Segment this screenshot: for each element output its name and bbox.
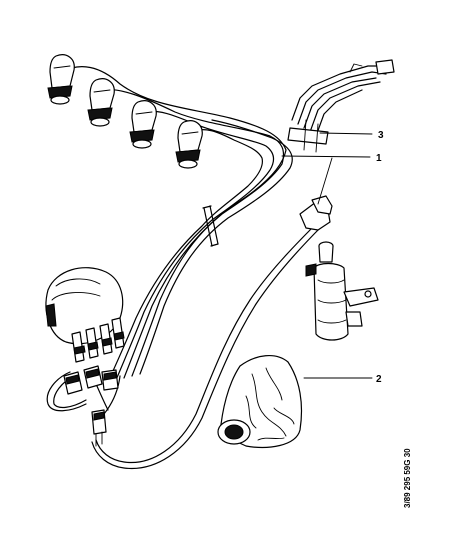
reference-code: 3/89 295 59G 30 [403, 448, 412, 508]
spark-plug-boot-2 [87, 78, 115, 127]
lower-lead-ends [46, 365, 121, 447]
protective-boot [217, 355, 303, 449]
spark-plug-boot-1 [47, 54, 75, 105]
spark-plug-boot-4 [175, 120, 203, 169]
callout-1: 1 [376, 153, 382, 164]
coil-lead [91, 195, 333, 470]
callout-3: 3 [378, 130, 384, 141]
lead-set-assembly [287, 59, 395, 153]
spark-plug-boot-3 [129, 100, 157, 149]
leader-lines [281, 132, 373, 379]
ignition-coil [305, 241, 379, 341]
distributor-cap [45, 267, 125, 363]
callout-2: 2 [376, 374, 382, 385]
